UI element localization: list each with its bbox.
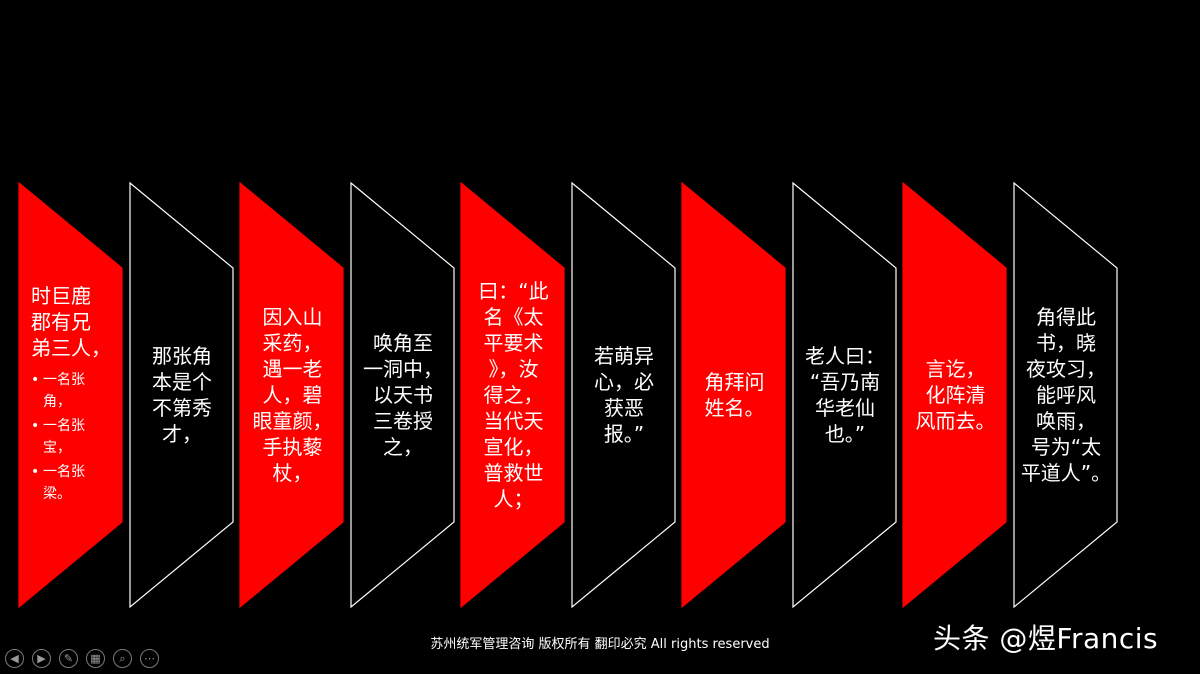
pen-icon[interactable]: ✎	[59, 649, 78, 668]
panel-text: 角得此 书，晓 夜攻习， 能呼风 唤雨， 号为“太 平道人”。	[1014, 183, 1119, 607]
story-panel-3: 因入山 采药， 遇一老 人，碧 眼童颜， 手执藜 杖，	[239, 181, 345, 609]
panel-text: 因入山 采药， 遇一老 人，碧 眼童颜， 手执藜 杖，	[240, 183, 345, 607]
chevron-shape	[902, 181, 1007, 609]
slides-grid-icon[interactable]: ▦	[86, 649, 105, 668]
bullet-item: 一名张 宝，	[31, 415, 85, 459]
panel-text: 那张角 本是个 不第秀 才，	[130, 183, 235, 607]
panel-text: 唤角至 一洞中， 以天书 三卷授 之，	[351, 183, 456, 607]
chevron-shape	[570, 181, 676, 609]
panel-main-text: 时巨鹿 郡有兄 弟三人，	[31, 284, 111, 360]
bullet-item: 一名张 角，	[31, 369, 85, 413]
panel-text: 言讫， 化阵清 风而去。	[903, 183, 1008, 607]
story-panel-10: 角得此 书，晓 夜攻习， 能呼风 唤雨， 号为“太 平道人”。	[1012, 181, 1119, 609]
slideshow-controls: ◀ ▶ ✎ ▦ ⌕ ⋯	[5, 649, 159, 668]
chevron-shape	[681, 181, 786, 609]
chevron-shape	[1012, 181, 1118, 609]
panel-text: 若萌异 心，必 获恶 报。”	[572, 183, 677, 607]
watermark: 头条 @煜Francis	[933, 622, 1159, 655]
panel-main-text: 曰：“此 名《太 平要术 》，汝 得之， 当代天 宣化， 普救世 人；	[478, 279, 549, 511]
story-panel-9: 言讫， 化阵清 风而去。	[902, 181, 1008, 609]
panel-main-text: 若萌异 心，必 获恶 报。”	[594, 344, 654, 446]
panel-main-text: 言讫， 化阵清 风而去。	[915, 357, 996, 433]
story-panel-4: 唤角至 一洞中， 以天书 三卷授 之，	[349, 181, 456, 609]
story-panel-5: 曰：“此 名《太 平要术 》，汝 得之， 当代天 宣化， 普救世 人；	[460, 181, 566, 609]
chevron-shape	[128, 181, 234, 609]
story-panel-2: 那张角 本是个 不第秀 才，	[128, 181, 235, 609]
panel-text: 老人曰： “吾乃南 华老仙 也。”	[793, 183, 898, 607]
panel-text: 曰：“此 名《太 平要术 》，汝 得之， 当代天 宣化， 普救世 人；	[461, 183, 566, 607]
story-panel-7: 角拜问 姓名。	[681, 181, 787, 609]
more-icon[interactable]: ⋯	[140, 649, 159, 668]
panel-main-text: 角得此 书，晓 夜攻习， 能呼风 唤雨， 号为“太 平道人”。	[1020, 305, 1112, 485]
bullet-item: 一名张 梁。	[31, 461, 85, 505]
chevron-shape	[791, 181, 897, 609]
zoom-icon[interactable]: ⌕	[113, 649, 132, 668]
prev-icon[interactable]: ◀	[5, 649, 24, 668]
panel-main-text: 那张角 本是个 不第秀 才，	[152, 344, 212, 446]
copyright-footer: 苏州统军管理咨询 版权所有 翻印必究 All rights reserved	[430, 637, 770, 652]
panel-main-text: 唤角至 一洞中， 以天书 三卷授 之，	[363, 331, 443, 459]
chevron-shape	[349, 181, 455, 609]
panel-main-text: 因入山 采药， 遇一老 人，碧 眼童颜， 手执藜 杖，	[252, 305, 333, 485]
panel-main-text: 角拜问 姓名。	[704, 370, 765, 420]
next-icon[interactable]: ▶	[32, 649, 51, 668]
story-panel-6: 若萌异 心，必 获恶 报。”	[570, 181, 677, 609]
panel-text: 时巨鹿 郡有兄 弟三人， 一名张 角，一名张 宝，一名张 梁。	[19, 183, 124, 607]
story-panel-1: 时巨鹿 郡有兄 弟三人， 一名张 角，一名张 宝，一名张 梁。	[18, 181, 124, 609]
bullet-list: 一名张 角，一名张 宝，一名张 梁。	[31, 369, 85, 507]
chevron-shape	[460, 181, 565, 609]
panel-main-text: 老人曰： “吾乃南 华老仙 也。”	[805, 344, 885, 446]
panel-text: 角拜问 姓名。	[682, 183, 787, 607]
chevron-shape	[239, 181, 344, 609]
story-panel-8: 老人曰： “吾乃南 华老仙 也。”	[791, 181, 898, 609]
